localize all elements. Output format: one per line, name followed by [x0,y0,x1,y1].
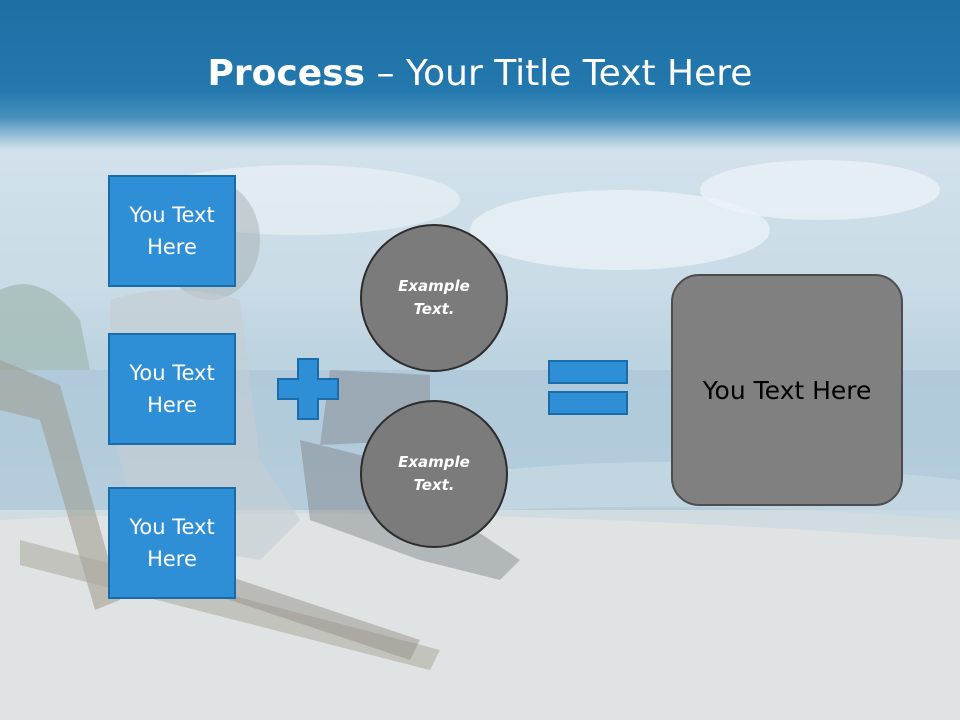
text-box-3[interactable]: You Text Here [108,487,236,599]
text-box-1[interactable]: You Text Here [108,175,236,287]
result-box-label: You Text Here [702,375,872,405]
example-circle-2[interactable]: Example Text. [360,400,508,548]
slide-title: Process – Your Title Text Here [0,52,960,96]
title-rest: – Your Title Text Here [365,53,753,94]
text-box-label: You Text Here [129,515,215,571]
text-box-label: You Text Here [129,203,215,259]
circle-label: Example Text. [398,453,470,494]
plus-icon [277,358,339,420]
title-bar: Process – Your Title Text Here [0,0,960,150]
equals-icon [548,360,628,415]
circle-label: Example Text. [398,277,470,318]
result-box[interactable]: You Text Here [671,274,903,506]
example-circle-1[interactable]: Example Text. [360,224,508,372]
text-box-2[interactable]: You Text Here [108,333,236,445]
text-box-label: You Text Here [129,361,215,417]
title-bold: Process [207,53,366,94]
